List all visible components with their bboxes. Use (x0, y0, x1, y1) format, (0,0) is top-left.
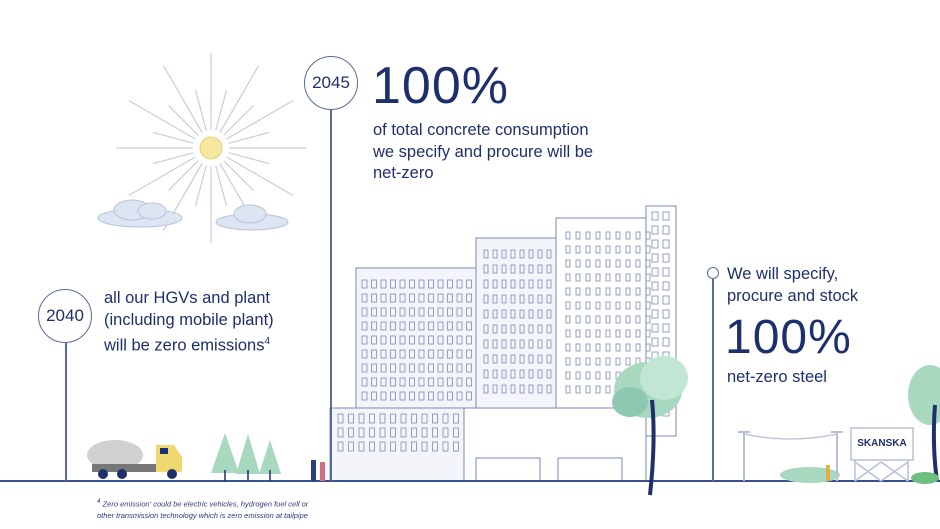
timeline-2045 (330, 110, 332, 481)
text-line: all our HGVs and plant (104, 289, 271, 307)
steel-tail: net-zero steel (727, 368, 827, 386)
year-badge-2045: 2045 (304, 56, 358, 110)
footnote-line: other transmission technology which is z… (97, 510, 308, 520)
hgv-description: all our HGVs and plant (including mobile… (104, 288, 274, 357)
year-badge-2040: 2040 (38, 289, 92, 343)
footnote-marker: 4 (97, 498, 101, 505)
ground-line (0, 480, 940, 482)
text-line: of total concrete consumption (373, 121, 589, 139)
cloud-icon (97, 199, 289, 231)
concrete-description: of total concrete consumption we specify… (373, 120, 593, 185)
concrete-headline: 100% (372, 57, 509, 115)
pine-tree-icon (211, 433, 281, 474)
sun-icon (116, 53, 306, 243)
building (329, 205, 677, 482)
text-line-end: will be zero emissions (104, 336, 265, 355)
people-icon (311, 460, 325, 481)
footnote-ref: 4 (264, 336, 271, 347)
footnote-line: 4 Zero emission' could be electric vehic… (97, 496, 308, 510)
concrete-truck-icon (87, 440, 182, 479)
text-line: (including mobile plant) (104, 310, 274, 329)
text-line: net-zero (373, 164, 434, 182)
power-line-icon (738, 431, 843, 481)
text-line: We will specify, (727, 265, 839, 283)
footnote-text: Zero emission' could be electric vehicle… (102, 499, 309, 509)
timeline-steel (712, 279, 714, 481)
billboard (850, 427, 914, 482)
timeline-marker (707, 267, 719, 279)
timeline-2040 (65, 343, 67, 481)
steel-description: We will specify, procure and stock (727, 264, 858, 307)
text-line: we specify and procure will be (373, 142, 594, 161)
text-line: will be zero emissions4 (104, 331, 274, 357)
steel-headline: 100% (725, 311, 852, 364)
text-line: procure and stock (727, 286, 859, 305)
billboard-label: SKANSKA (857, 438, 907, 449)
tree-icon (612, 356, 940, 425)
footnote: 4 Zero emission' could be electric vehic… (97, 496, 308, 521)
